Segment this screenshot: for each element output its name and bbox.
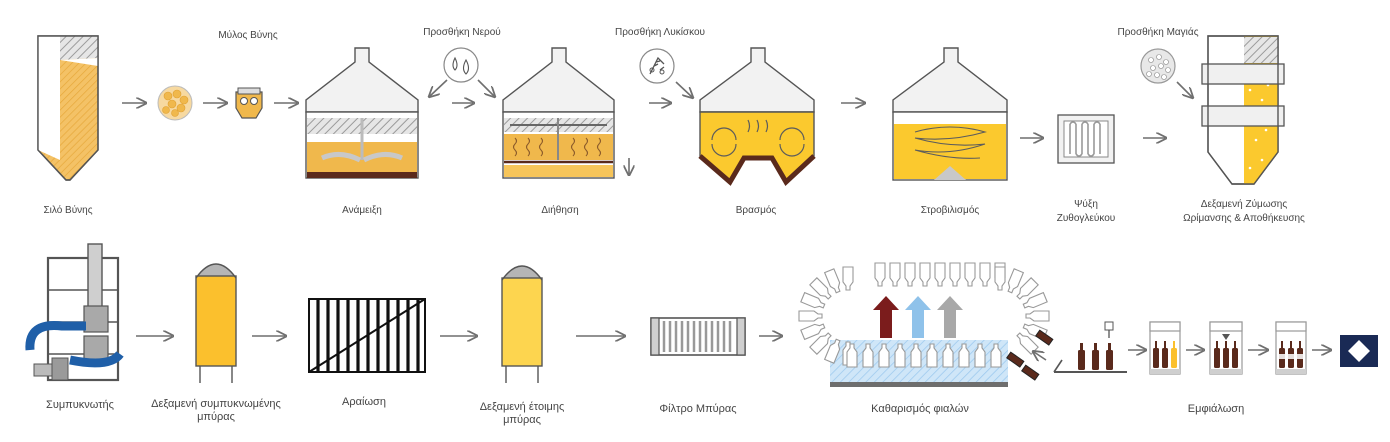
ready-beer-tank [501,265,543,383]
mixing-vessel [305,47,419,179]
beer-filter-icon [650,317,746,356]
label-ready-tank-1: Δεξαμενή έτοιμης [480,401,565,413]
bottle [862,343,874,368]
hops-icon [639,48,675,84]
arrow-up-blue [905,296,931,338]
bottle [842,266,854,291]
bottle [974,343,986,368]
arrow [430,79,448,96]
bottle [823,338,841,364]
label-hops-addition: Προσθήκη Λυκίσκου [615,26,705,38]
label-bottling: Εμφιάλωση [1188,403,1244,415]
arrow-up-gray [937,296,963,338]
bottle [1016,332,1039,355]
arrow [675,81,692,97]
bottle [1016,277,1039,300]
arrow [477,79,494,96]
boiling-kettle [698,47,816,186]
bottle [926,343,938,368]
bottle [1022,291,1048,309]
bottle [942,343,954,368]
lauter-tun [502,47,615,179]
bottle [910,343,922,368]
bottle [798,310,823,322]
bottle [800,323,826,341]
bottle [994,266,1006,291]
bottle [964,262,976,287]
bottle [1007,268,1025,294]
label-cooling-2: Ζυθογλεύκου [1057,212,1116,224]
fermentation-tank [1201,35,1285,185]
label-mixing: Ανάμειξη [342,204,382,216]
label-condenser: Συμπυκνωτής [46,399,114,411]
label-malt-mill: Μύλος Βύνης [218,29,278,41]
malt-mill-icon [235,87,263,119]
bottle [904,262,916,287]
bottle [990,343,1002,368]
water-drops-icon [443,47,479,83]
bottle [949,262,961,287]
label-yeast-addition: Προσθήκη Μαγιάς [1117,26,1198,38]
bottle [979,262,991,287]
label-concentrated-tank-2: μπύρας [197,411,235,423]
bottle-cleaning-machine [798,262,1054,387]
label-filtration: Διήθηση [541,204,578,216]
bottle [934,262,946,287]
whirlpool-vessel [892,47,1008,181]
label-fermentation-1: Δεξαμενή Ζύμωσης [1201,198,1288,210]
condenser-machine [25,243,124,382]
bottle [894,343,906,368]
arrow [1176,81,1192,97]
bottle [823,268,841,294]
bottle [874,262,886,287]
label-cooling-1: Ψύξη [1074,198,1098,210]
concentrated-beer-tank [195,263,237,383]
label-whirlpool: Στροβιλισμός [921,204,980,216]
beer-crate-icon [1340,335,1378,367]
bottle [889,262,901,287]
bottling-line [1053,321,1378,375]
label-bottle-cleaning: Καθαρισμός φιαλών [871,403,969,415]
label-boiling: Βρασμός [736,204,777,216]
arrow-up-red [873,296,899,338]
yeast-icon [1140,48,1176,84]
label-fermentation-2: Ωρίμανσης & Αποθήκευσης [1183,212,1305,224]
bottle [800,291,826,309]
bottle [809,332,832,355]
dilution-grid [308,298,426,373]
label-concentrated-tank-1: Δεξαμενή συμπυκνωμένης [151,398,281,410]
bottle [919,262,931,287]
wort-cooler-icon [1057,114,1115,164]
malt-silo [37,35,99,181]
bottle [809,277,832,300]
label-malt-silo: Σιλό Βύνης [43,204,92,216]
bottle [846,343,858,368]
label-ready-tank-2: μπύρας [503,414,541,426]
malt-grains-icon [157,85,193,121]
label-water-addition: Προσθήκη Νερού [423,26,501,38]
bottle [878,343,890,368]
label-dilution: Αραίωση [342,396,386,408]
label-beer-filter: Φίλτρο Μπύρας [659,403,736,415]
bottle [1025,310,1050,322]
bottle [958,343,970,368]
